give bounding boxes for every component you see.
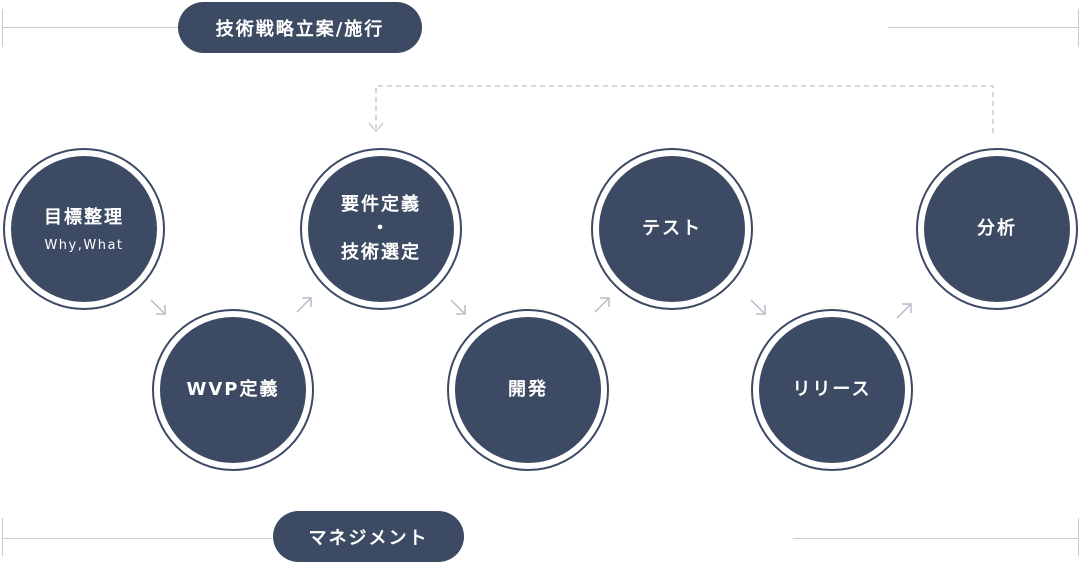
step-title: 要件定義 <box>341 194 421 215</box>
bottom-bracket-line-left <box>2 538 272 539</box>
arrow-up-right-icon <box>896 303 912 319</box>
step-goal-organization: 目標整理 Why,What <box>3 148 165 310</box>
step-title: リリース <box>792 379 872 400</box>
bottom-bracket-line-right <box>793 538 1078 539</box>
bottom-bracket-tick-right <box>1078 518 1079 556</box>
step-release: リリース <box>751 309 913 471</box>
arrow-up-right-icon <box>296 297 312 313</box>
arrow-down-right-icon <box>750 299 766 315</box>
step-title: 目標整理 <box>44 206 124 228</box>
step-analysis: 分析 <box>916 148 1078 310</box>
step-title-2: 技術選定 <box>341 242 421 263</box>
step-title: WVP定義 <box>186 379 280 400</box>
bottom-bracket-label: マネジメント <box>273 511 464 562</box>
step-title: 開発 <box>508 379 548 400</box>
arrow-down-right-icon <box>150 299 166 315</box>
top-bracket-line-right <box>888 27 1078 28</box>
step-title: 分析 <box>977 218 1017 239</box>
top-bracket-label: 技術戦略立案/施行 <box>178 2 422 53</box>
step-title: テスト <box>642 218 702 239</box>
top-bracket-tick-left <box>2 9 3 47</box>
step-separator: ・ <box>371 218 391 239</box>
top-bracket-line-left <box>2 27 180 28</box>
step-wvp-definition: WVP定義 <box>152 309 314 471</box>
step-requirements-tech-selection: 要件定義 ・ 技術選定 <box>300 148 462 310</box>
arrow-down-right-icon <box>450 299 466 315</box>
arrow-up-right-icon <box>594 297 610 313</box>
step-subtitle: Why,What <box>44 237 124 253</box>
top-bracket-tick-right <box>1078 9 1079 47</box>
step-test: テスト <box>591 148 753 310</box>
step-development: 開発 <box>447 309 609 471</box>
bottom-bracket-tick-left <box>2 518 3 556</box>
